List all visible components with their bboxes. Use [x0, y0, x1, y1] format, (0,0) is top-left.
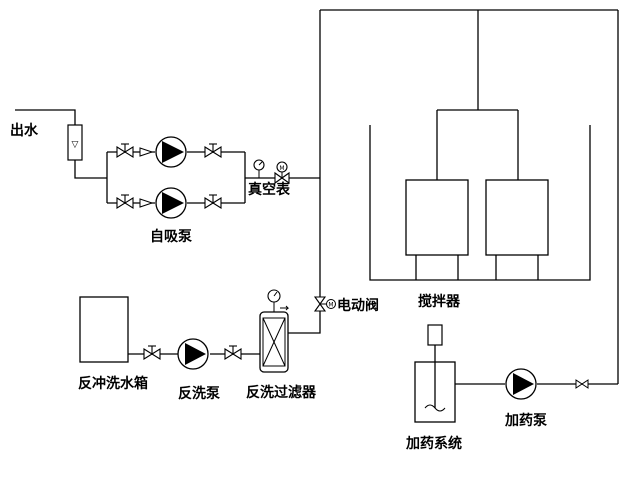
check-valve [139, 198, 154, 208]
outlet-label: 出水 [10, 122, 39, 139]
pump-icon [155, 136, 187, 168]
check-valve [139, 147, 154, 157]
gate-valve [116, 194, 134, 209]
backwash-filter-label: 反洗过滤器 [246, 384, 317, 401]
pump-icon [177, 338, 209, 370]
motor-mark: M [328, 302, 333, 309]
backwash-tank [79, 296, 129, 363]
backwash-filter [259, 289, 290, 373]
electric-valve-icon: M [313, 296, 336, 312]
motor-mark: M [279, 165, 284, 172]
check-valve [575, 379, 589, 389]
gate-valve [143, 345, 161, 360]
dosing-pump-label: 加药泵 [504, 412, 547, 429]
self-priming-pump-label: 自吸泵 [150, 228, 192, 245]
backwash-tank-label: 反冲洗水箱 [78, 375, 148, 392]
gate-valve [204, 143, 222, 158]
backwash-pump-label: 反洗泵 [178, 385, 220, 402]
outlet-line [15, 109, 107, 179]
gate-valve [204, 194, 222, 209]
mixer-tank [369, 109, 591, 281]
electric-valve-label: 电动阀 [337, 297, 379, 314]
filter-outlet-pipe [288, 311, 321, 334]
dosing-system-label: 加药系统 [405, 435, 462, 452]
flowmeter: ▽ [67, 124, 83, 161]
main-pipes [319, 9, 619, 384]
motor-valve-icon: M [274, 161, 290, 185]
vacuum-gauge-icon [253, 159, 265, 178]
dosing-tank [414, 324, 456, 423]
flowmeter-mark: ▽ [72, 140, 79, 150]
gate-valve [116, 143, 134, 158]
vacuum-gauge-label: 真空表 [248, 181, 291, 198]
pump-icon [155, 187, 187, 219]
pump-icon [505, 368, 537, 400]
mixer-label: 搅拌器 [418, 293, 461, 310]
gate-valve [224, 345, 242, 360]
